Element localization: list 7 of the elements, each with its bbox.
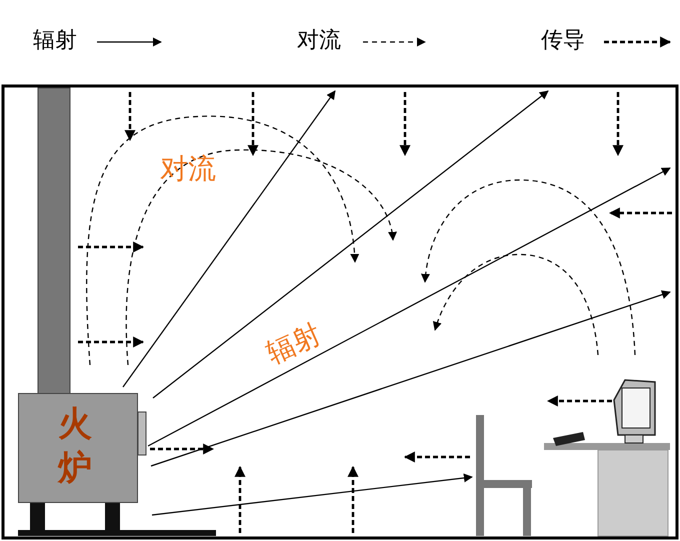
stove xyxy=(18,393,138,503)
stove-label: 火炉 xyxy=(56,403,93,490)
scene-label: 辐射 xyxy=(262,320,326,368)
legend-label: 对流 xyxy=(297,30,341,52)
scene-label: 对流 xyxy=(160,155,216,183)
legend-label: 传导 xyxy=(541,30,585,52)
legend-label: 辐射 xyxy=(33,30,77,52)
